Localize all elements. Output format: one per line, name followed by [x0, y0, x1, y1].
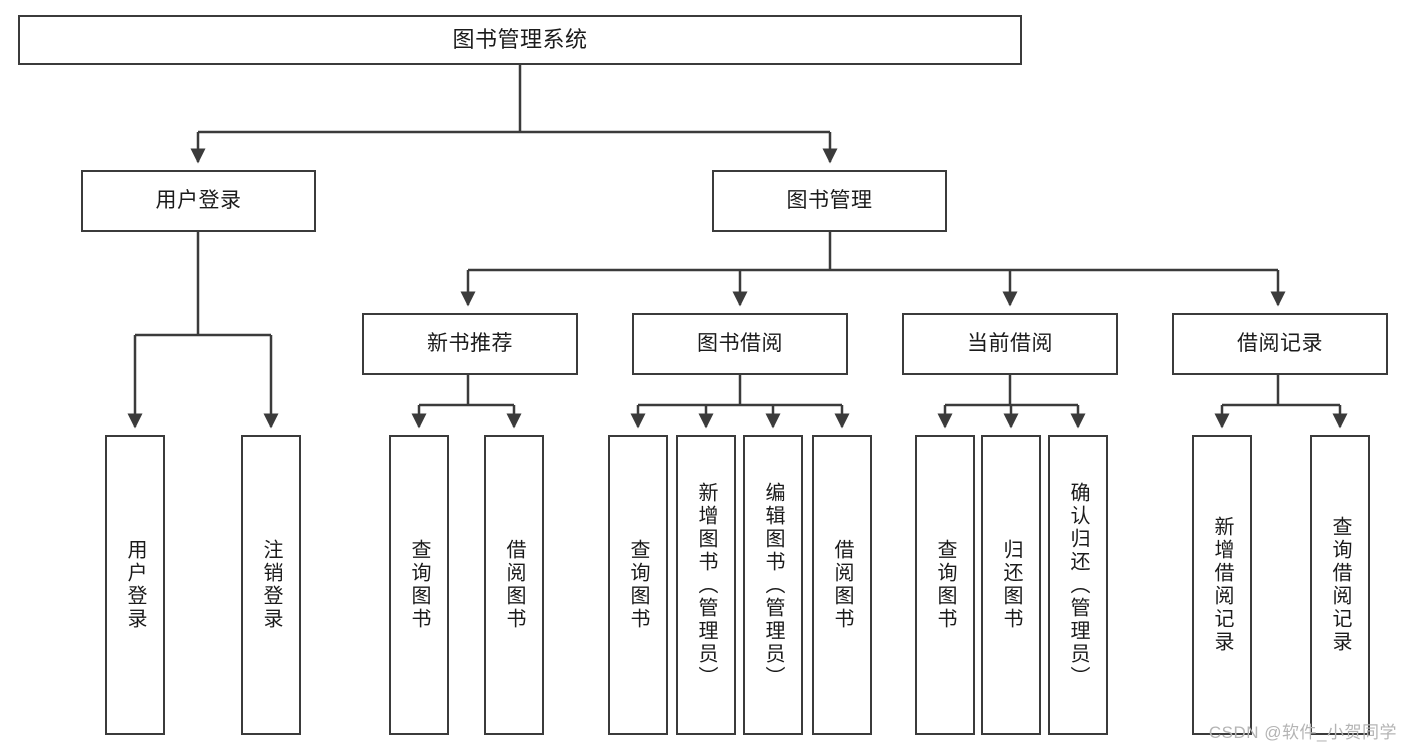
node-label: 查询图书: [934, 539, 956, 631]
node-label: 查询借阅记录: [1329, 516, 1351, 654]
leaf-user-login-login[interactable]: 用户登录: [105, 435, 165, 735]
node-label: 图书管理系统: [452, 27, 588, 53]
leaf-new-book-borrow[interactable]: 借阅图书: [484, 435, 544, 735]
leaf-book-borrow-query[interactable]: 查询图书: [608, 435, 668, 735]
leaf-book-borrow-borrow[interactable]: 借阅图书: [812, 435, 872, 735]
leaf-book-borrow-edit[interactable]: 编辑图书（管理员）: [743, 435, 803, 735]
leaf-user-login-logout[interactable]: 注销登录: [241, 435, 301, 735]
node-borrow-records[interactable]: 借阅记录: [1172, 313, 1388, 375]
node-label: 查询图书: [408, 539, 430, 631]
leaf-new-book-query[interactable]: 查询图书: [389, 435, 449, 735]
node-book-borrow[interactable]: 图书借阅: [632, 313, 848, 375]
node-label: 确认归还（管理员）: [1067, 481, 1089, 689]
node-label: 图书管理: [786, 188, 873, 212]
node-label: 借阅图书: [831, 539, 853, 631]
node-label: 查询图书: [627, 539, 649, 631]
node-label: 注销登录: [260, 539, 282, 631]
node-new-book-recommend[interactable]: 新书推荐: [362, 313, 578, 375]
node-label: 当前借阅: [967, 331, 1053, 355]
leaf-borrow-records-query[interactable]: 查询借阅记录: [1310, 435, 1370, 735]
leaf-current-borrow-query[interactable]: 查询图书: [915, 435, 975, 735]
node-label: 用户登录: [155, 188, 242, 212]
node-current-borrow[interactable]: 当前借阅: [902, 313, 1118, 375]
node-user-login[interactable]: 用户登录: [81, 170, 316, 232]
leaf-current-borrow-return[interactable]: 归还图书: [981, 435, 1041, 735]
node-label: 图书借阅: [697, 331, 783, 355]
node-label: 归还图书: [1000, 539, 1022, 631]
node-root-system[interactable]: 图书管理系统: [18, 15, 1022, 65]
node-book-management[interactable]: 图书管理: [712, 170, 947, 232]
leaf-book-borrow-add[interactable]: 新增图书（管理员）: [676, 435, 736, 735]
node-label: 新增借阅记录: [1211, 516, 1233, 654]
leaf-current-borrow-confirm[interactable]: 确认归还（管理员）: [1048, 435, 1108, 735]
node-label: 借阅图书: [503, 539, 525, 631]
node-label: 新书推荐: [427, 331, 513, 355]
leaf-borrow-records-add[interactable]: 新增借阅记录: [1192, 435, 1252, 735]
node-label: 编辑图书（管理员）: [762, 481, 784, 689]
node-label: 新增图书（管理员）: [695, 481, 717, 689]
node-label: 借阅记录: [1237, 331, 1323, 355]
node-label: 用户登录: [124, 539, 146, 631]
